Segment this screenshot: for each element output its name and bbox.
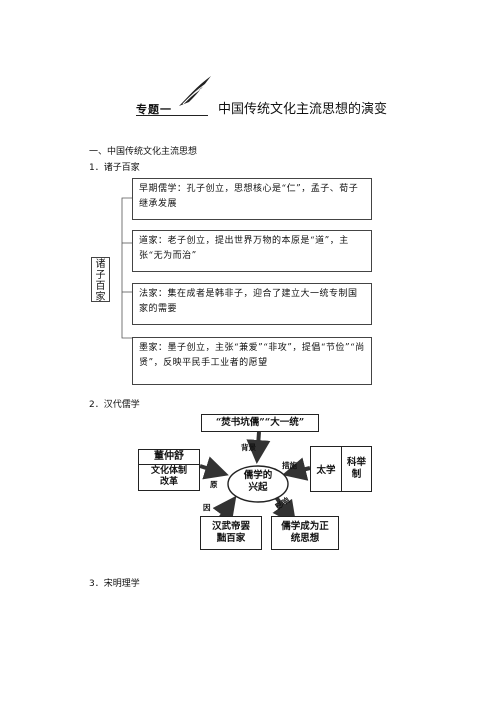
center-line1: 儒学的 bbox=[243, 470, 273, 481]
header-feather-icon bbox=[175, 72, 215, 112]
zhuzi-label-box: 诸子 百家 bbox=[91, 257, 110, 303]
han-bottom-right-node: 儒学成为正统思想 bbox=[271, 516, 339, 550]
edge-label-reason-1: 原 bbox=[210, 480, 218, 489]
arrow-top bbox=[246, 431, 271, 464]
section-heading: 一、中国传统文化主流思想 bbox=[89, 147, 198, 157]
edge-label-impact: 影响 bbox=[273, 495, 292, 512]
school-confucian: 早期儒学：孔子创立，思想核心是“仁”，孟子、荀子继承发展 bbox=[132, 178, 372, 220]
page-title: 中国传统文化主流思想的演变 bbox=[218, 102, 388, 117]
header-label-underline bbox=[136, 115, 208, 116]
edge-label-reason-2: 因 bbox=[203, 503, 211, 512]
han-dong-node: 董仲舒 文化体制改革 bbox=[138, 449, 200, 491]
zhuzi-label-line2: 百家 bbox=[95, 281, 106, 303]
subheading-song-ming: 3．宋明理学 bbox=[89, 579, 140, 589]
dong-sub: 文化体制改革 bbox=[150, 466, 187, 487]
dong-title: 董仲舒 bbox=[139, 450, 199, 465]
right-left: 太学 bbox=[311, 447, 342, 491]
han-top-node: “焚书坑儒”“大一统” bbox=[201, 414, 319, 432]
zhuzi-bracket bbox=[110, 180, 134, 365]
han-bottom-left-node: 汉武帝罢黜百家 bbox=[200, 516, 262, 550]
subheading-han: 2．汉代儒学 bbox=[89, 400, 140, 410]
han-center-node: 儒学的 兴起 bbox=[228, 470, 288, 494]
header-label: 专题一 bbox=[136, 103, 172, 116]
school-legalist: 法家：集在成者是韩非子，迎合了建立大一统专制国家的需要 bbox=[132, 283, 372, 325]
han-right-node: 太学 科举制 bbox=[310, 446, 372, 492]
arrow-left bbox=[199, 456, 229, 480]
center-line2: 兴起 bbox=[248, 482, 268, 493]
school-mohist: 墨家：墨子创立，主张“兼爱”“非攻”，提倡“节俭”“尚贤”，反映平民手工业者的愿… bbox=[132, 337, 372, 385]
right-right: 科举制 bbox=[346, 457, 366, 480]
subheading-zhuzi: 1．诸子百家 bbox=[89, 163, 140, 173]
edge-label-measures: 措施 bbox=[282, 461, 297, 470]
zhuzi-label-line1: 诸子 bbox=[95, 259, 106, 281]
school-taoist: 道家：老子创立，提出世界万物的本原是“道”，主张“无为而治” bbox=[132, 230, 372, 272]
edge-label-background: 背景 bbox=[241, 443, 256, 452]
